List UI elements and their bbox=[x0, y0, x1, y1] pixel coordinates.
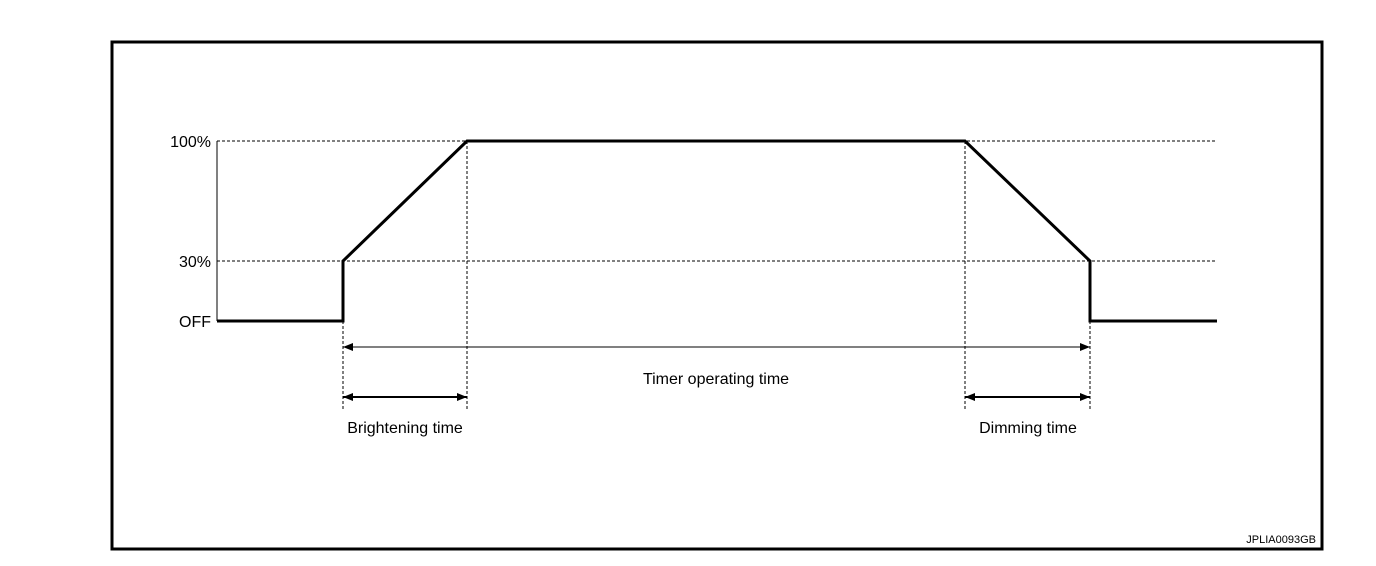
brightness-waveform bbox=[217, 139, 1217, 323]
level-100-label: 100% bbox=[170, 134, 211, 151]
figure-frame bbox=[110, 40, 1324, 551]
level-off-label: OFF bbox=[179, 314, 211, 331]
timer-span-label: Timer operating time bbox=[643, 371, 789, 388]
figure-code: JPLIA0093GB bbox=[1246, 534, 1316, 546]
brightening-span-label: Brightening time bbox=[347, 420, 463, 437]
level-30-label: 30% bbox=[179, 254, 211, 271]
dimming-span-label: Dimming time bbox=[979, 420, 1077, 437]
